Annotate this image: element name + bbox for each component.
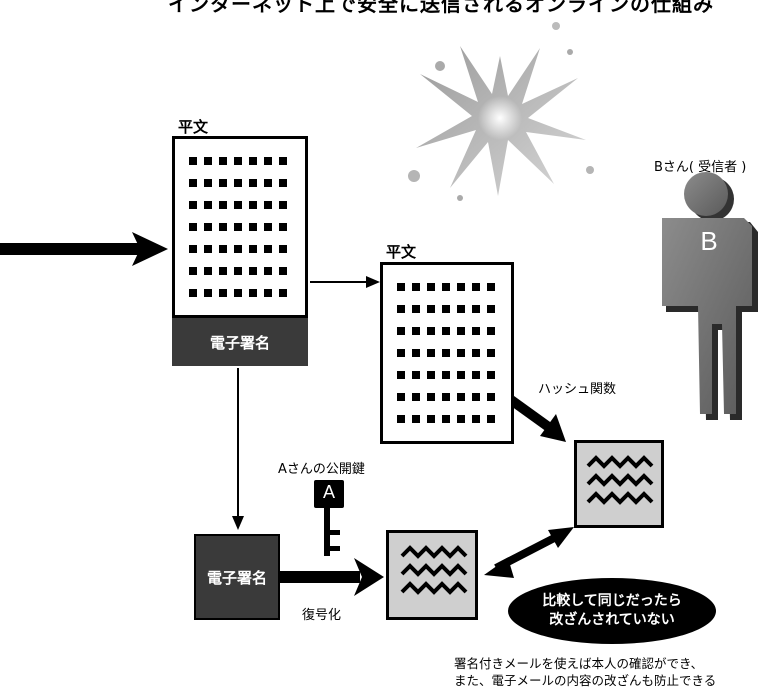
- bubble-line-1: 比較して同じだったら: [542, 593, 682, 610]
- hash-box-receiver: [574, 440, 664, 528]
- plaintext-right-document: [380, 262, 514, 444]
- footnote-line-1: 署名付きメールを使えば本人の確認ができ、: [454, 656, 704, 671]
- decrypt-label: 復号化: [302, 608, 342, 623]
- decrypt-arrow: [280, 571, 360, 583]
- incoming-arrow: [0, 243, 140, 255]
- bubble-line-2: 改ざんされていない: [549, 612, 675, 628]
- plaintext-right-label: 平文: [386, 243, 417, 261]
- receiver-label: Bさん( 受信者 ): [654, 160, 747, 175]
- hash-waves-1: [586, 455, 654, 505]
- hash-function-label: ハッシュ関数: [538, 382, 617, 397]
- comparison-bubble: 比較して同じだったら 改ざんされていない: [508, 578, 716, 644]
- plaintext-left-label: 平文: [178, 118, 209, 136]
- signature-box: 電子署名: [194, 534, 280, 620]
- signature-bar: 電子署名: [172, 318, 308, 366]
- text-dots: [189, 157, 287, 297]
- footnote: 署名付きメールを使えば本人の確認ができ、 また、電子メールの内容の改ざんも防止で…: [454, 656, 716, 690]
- public-key-label: Aさんの公開鍵: [278, 462, 365, 477]
- hash-box-decrypted: [386, 530, 478, 620]
- footnote-line-2: また、電子メールの内容の改ざんも防止できる: [454, 672, 717, 688]
- receiver-initial: B: [700, 226, 718, 256]
- burst-graphic: [408, 22, 594, 201]
- plaintext-left-document: [172, 136, 308, 318]
- key-graphic: [314, 480, 344, 556]
- key-initial: A: [322, 482, 335, 502]
- hash-waves-2: [400, 545, 468, 595]
- diagram-title: インターネット上で安全に送信されるオンラインの仕組み: [168, 0, 714, 16]
- text-dots: [397, 283, 495, 423]
- person-b-silhouette: [662, 172, 758, 420]
